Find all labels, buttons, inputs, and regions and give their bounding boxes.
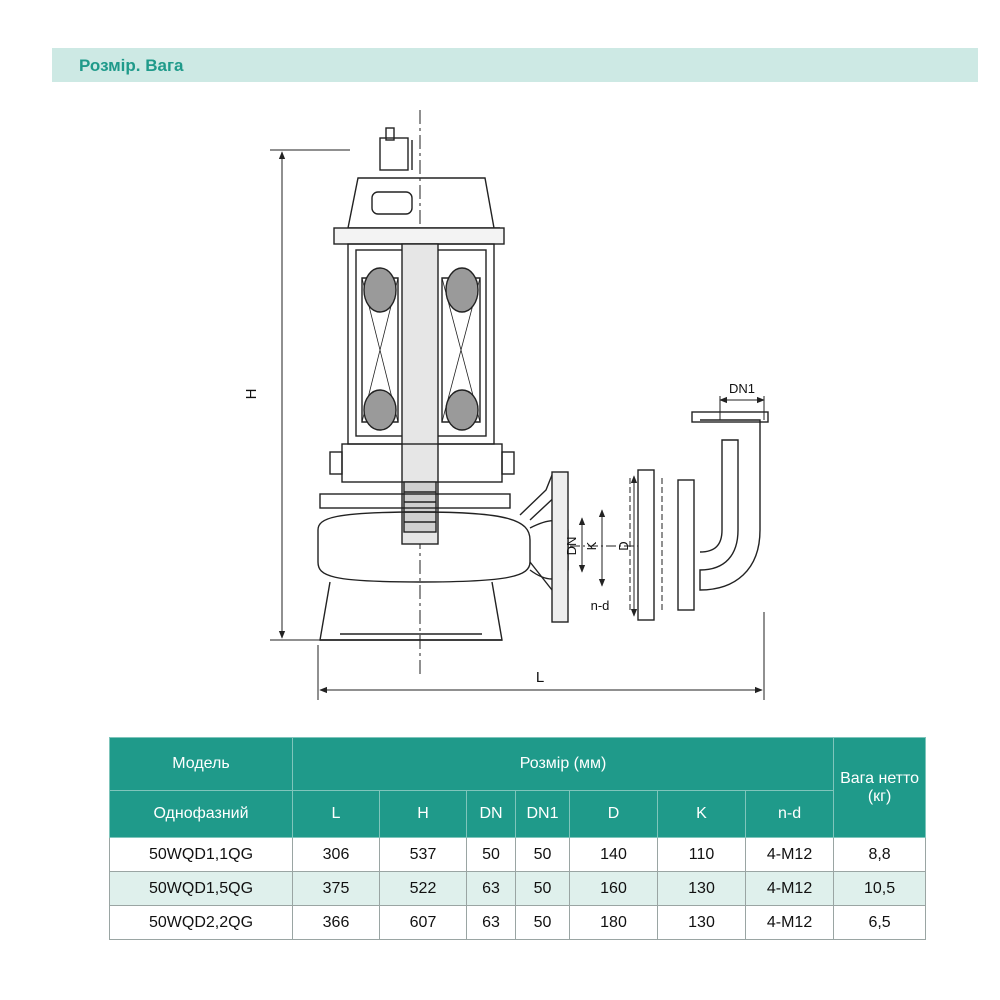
table-cell: 366	[292, 905, 380, 940]
table-cell: 63	[466, 905, 516, 940]
table-cell: 160	[569, 871, 658, 906]
header-weight: Вага нетто (кг)	[833, 737, 927, 838]
table-cell: 50WQD2,2QG	[109, 905, 293, 940]
section-header: Розмір. Вага	[52, 48, 978, 82]
table-cell: 130	[657, 905, 746, 940]
table-cell: 180	[569, 905, 658, 940]
label-H: H	[243, 389, 260, 400]
column-header: DN1	[515, 790, 570, 838]
table-cell: 50	[515, 837, 570, 872]
table-row: 50WQD1,1QG 306 537 50 50 140 110 4-M12 8…	[109, 837, 927, 872]
table-cell: 50	[515, 905, 570, 940]
label-L: L	[536, 669, 544, 686]
table-cell: 50	[515, 871, 570, 906]
table-cell: 306	[292, 837, 380, 872]
column-header: H	[379, 790, 467, 838]
pump-dimension-drawing: H L DN1 DN K D n-d	[243, 110, 769, 700]
label-D: D	[616, 541, 631, 550]
table-cell: 4-M12	[744, 905, 835, 940]
label-nd: n-d	[591, 598, 610, 613]
table-cell: 607	[379, 905, 467, 940]
table-cell: 375	[292, 871, 380, 906]
column-header: n-d	[744, 790, 835, 838]
top-cover	[347, 177, 495, 229]
label-DN1: DN1	[729, 381, 755, 396]
table-cell: 130	[657, 871, 746, 906]
table-cell: 522	[379, 871, 467, 906]
outlet-elbow	[699, 419, 761, 591]
table-cell: 50WQD1,5QG	[109, 871, 293, 906]
table-cell: 4-M12	[744, 871, 835, 906]
table-cell: 8,8	[833, 837, 927, 872]
flange-side	[637, 469, 655, 621]
table-row: 50WQD2,2QG 366 607 63 50 180 130 4-M12 6…	[109, 905, 927, 940]
table-cell: 6,5	[833, 905, 927, 940]
spec-table: Модель Розмір (мм) Вага нетто (кг) Одноф…	[109, 737, 927, 940]
label-K: K	[584, 541, 599, 550]
subheader-type: Однофазний	[109, 790, 293, 838]
column-header: D	[569, 790, 658, 838]
header-model: Модель	[109, 737, 293, 791]
section-title: Розмір. Вага	[79, 56, 184, 75]
table-cell: 63	[466, 871, 516, 906]
table-row: 50WQD1,5QG 375 522 63 50 160 130 4-M12 1…	[109, 871, 927, 906]
table-cell: 10,5	[833, 871, 927, 906]
column-header: DN	[466, 790, 516, 838]
cable-gland	[379, 137, 409, 171]
table-cell: 4-M12	[744, 837, 835, 872]
column-header: K	[657, 790, 746, 838]
label-DN: DN	[564, 537, 579, 556]
table-cell: 140	[569, 837, 658, 872]
table-cell: 50WQD1,1QG	[109, 837, 293, 872]
table-cell: 110	[657, 837, 746, 872]
table-cell: 537	[379, 837, 467, 872]
base-stand	[319, 581, 503, 641]
header-size: Розмір (мм)	[291, 737, 835, 791]
column-header: L	[292, 790, 380, 838]
table-cell: 50	[466, 837, 516, 872]
